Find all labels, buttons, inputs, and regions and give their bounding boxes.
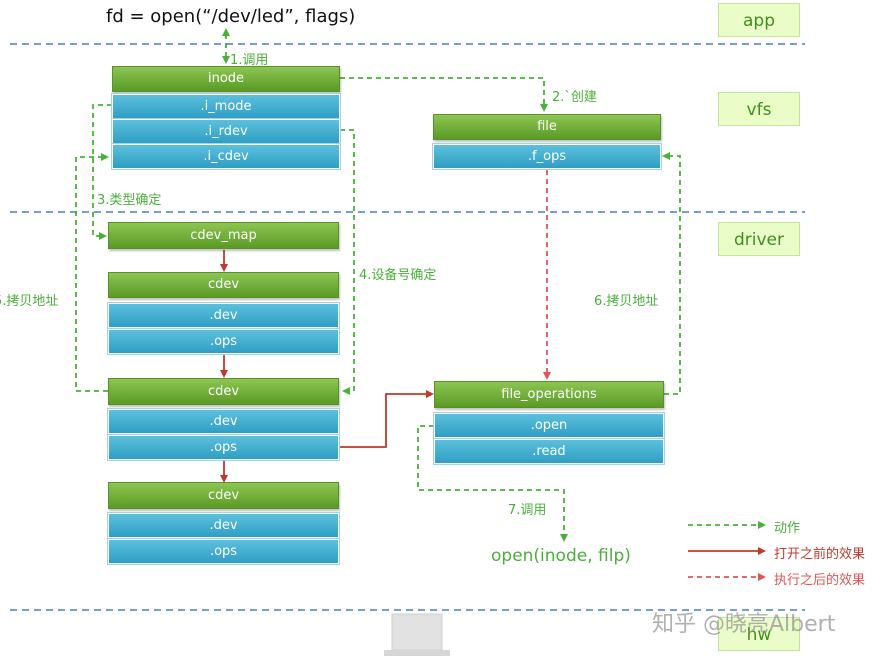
- inode-field-i-mode: .i_mode: [112, 94, 340, 119]
- legend-action-label: 动作: [774, 521, 801, 536]
- arrow-step4: [340, 129, 355, 395]
- legend-before-label: 打开之前的效果: [774, 547, 866, 562]
- arrow-step3: [92, 104, 112, 240]
- arrow-step2: [340, 77, 548, 112]
- cdev-2-field-ops: .ops: [108, 435, 339, 460]
- file-header: file: [433, 114, 661, 140]
- arrow-step5: [75, 153, 109, 392]
- arrow-step7: [417, 425, 568, 542]
- step-4-label: 4.设备号确定: [359, 268, 437, 283]
- layer-driver: driver: [718, 222, 800, 256]
- cdev-map-header: cdev_map: [108, 222, 339, 249]
- inode-field-i-rdev: .i_rdev: [112, 119, 340, 144]
- file-operations-header: file_operations: [434, 381, 664, 408]
- cdev-1-header: cdev: [108, 272, 339, 298]
- cdev-1-field-dev: .dev: [108, 303, 339, 328]
- inode-header: inode: [112, 66, 340, 92]
- step-2-label: 2.`创建: [552, 90, 597, 105]
- layer-vfs: vfs: [718, 92, 800, 126]
- inode-field-i-cdev: .i_cdev: [112, 144, 340, 169]
- step-1-label: 1.调用: [230, 53, 269, 68]
- cdev-2-header: cdev: [108, 378, 339, 405]
- step-6-label: 6.拷贝地址: [594, 294, 659, 309]
- step-5-label: 5.拷贝地址: [0, 294, 59, 309]
- file-operations-field-read: .read: [434, 439, 664, 464]
- open-call-code: fd = open(“/dev/led”, flags): [106, 6, 356, 27]
- layer-app: app: [718, 3, 800, 37]
- legend-after-label: 执行之后的效果: [774, 573, 866, 588]
- cdev-3-field-ops: .ops: [108, 539, 339, 564]
- step-3-label: 3.类型确定: [97, 193, 162, 208]
- file-operations-field-open: .open: [434, 413, 664, 438]
- layer-hw: hw: [718, 617, 800, 651]
- monitor-icon: [384, 613, 450, 656]
- arrow-step6: [662, 152, 681, 395]
- cdev-2-field-dev: .dev: [108, 409, 339, 434]
- cdev-3-field-dev: .dev: [108, 513, 339, 538]
- open-inode-filp-call: open(inode, filp): [491, 546, 631, 566]
- file-field-f-ops: .f_ops: [433, 144, 661, 169]
- cdev-1-field-ops: .ops: [108, 329, 339, 354]
- arrow-ops-to-fops: [340, 390, 434, 448]
- watermark: 知乎 @晓亮Albert: [652, 612, 836, 637]
- step-7-label: 7.调用: [508, 503, 547, 518]
- cdev-3-header: cdev: [108, 482, 339, 509]
